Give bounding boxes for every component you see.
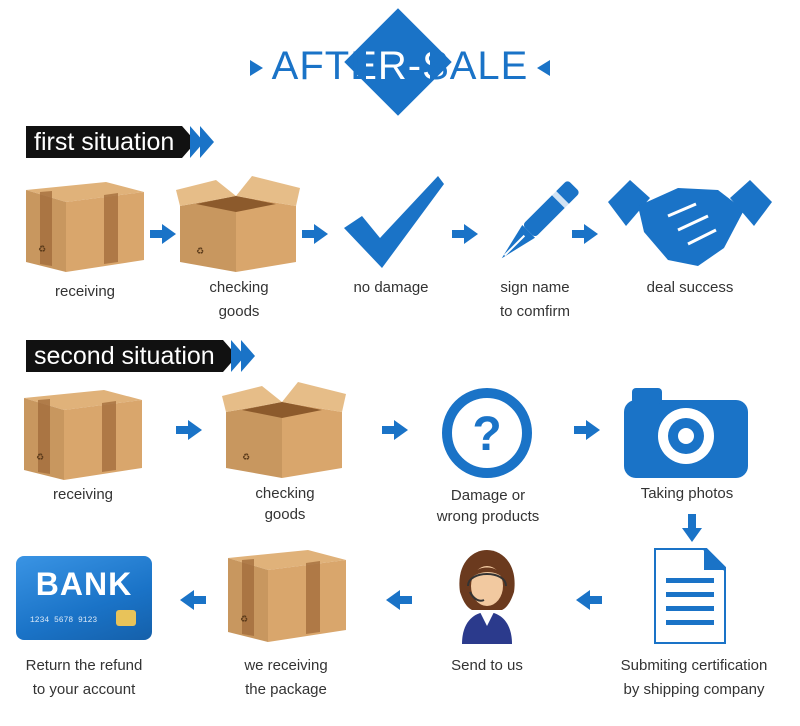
arrow-right-icon [572,224,598,244]
step-label: Damage or wrong products [436,487,540,525]
step-label: sign name to comfirm [499,279,570,320]
checkmark-icon [344,176,444,268]
arrow-down-icon [682,514,702,542]
arrow-left-icon [180,590,206,610]
arrow-right-icon [452,224,478,244]
chip-icon [116,610,136,626]
title-left-arrow [250,60,263,76]
svg-text:♻: ♻ [242,452,250,462]
open-box-icon: ♻ [176,176,300,272]
arrow-right-icon [176,420,202,440]
page-title-overlay: AFTER-SALE [271,44,529,88]
title-right-arrow [537,60,550,76]
arrow-right-icon [382,420,408,440]
arrow-right-icon [574,420,600,440]
bank-card-brand: BANK [35,566,133,602]
step-label: Send to us [451,657,523,674]
step-label: receiving [54,283,116,300]
svg-text:♻: ♻ [196,246,204,256]
handshake-icon [608,180,772,266]
first-situation-banner: first situation [26,126,215,158]
step-label: checking goods [209,279,269,320]
arrow-left-icon [386,590,412,610]
arrow-left-icon [576,590,602,610]
chevron-icon [240,340,255,372]
arrow-right-icon [302,224,328,244]
svg-text:♻: ♻ [38,244,46,254]
second-situation-heading: second situation [26,340,223,372]
step-label: checking goods [255,485,315,523]
closed-box-icon: ♻ [228,550,346,642]
second-situation-banner: second situation [26,340,255,372]
document-icon [654,548,726,644]
title-banner: AFTER-SALE AFTER-SALE [0,0,800,116]
pen-icon [501,181,579,259]
step-label: Taking photos [640,485,734,502]
step-label: receiving [52,486,114,503]
step-label: no damage [353,279,429,296]
step-label: we receiving the package [244,657,328,698]
bank-card-icon: BANK 1234 5678 9123 [16,556,152,640]
step-label: deal success [646,279,734,296]
bank-card-number: 1234 5678 9123 [30,616,98,625]
arrow-right-icon [150,224,176,244]
closed-box-icon: ♻ [26,182,144,272]
svg-text:?: ? [472,408,501,461]
page-title: AFTER-SALE [271,44,529,88]
first-situation-heading: first situation [26,126,183,158]
customer-service-icon [459,550,515,644]
open-box-icon: ♻ [222,382,346,478]
closed-box-icon: ♻ [24,390,142,480]
step-label: Return the refund to your account [25,657,143,698]
question-icon: ? [442,388,532,478]
chevron-icon [200,126,215,158]
camera-icon [624,388,748,478]
svg-text:♻: ♻ [240,614,248,624]
svg-text:♻: ♻ [36,452,44,462]
step-label: Submiting certification by shipping comp… [620,657,768,698]
